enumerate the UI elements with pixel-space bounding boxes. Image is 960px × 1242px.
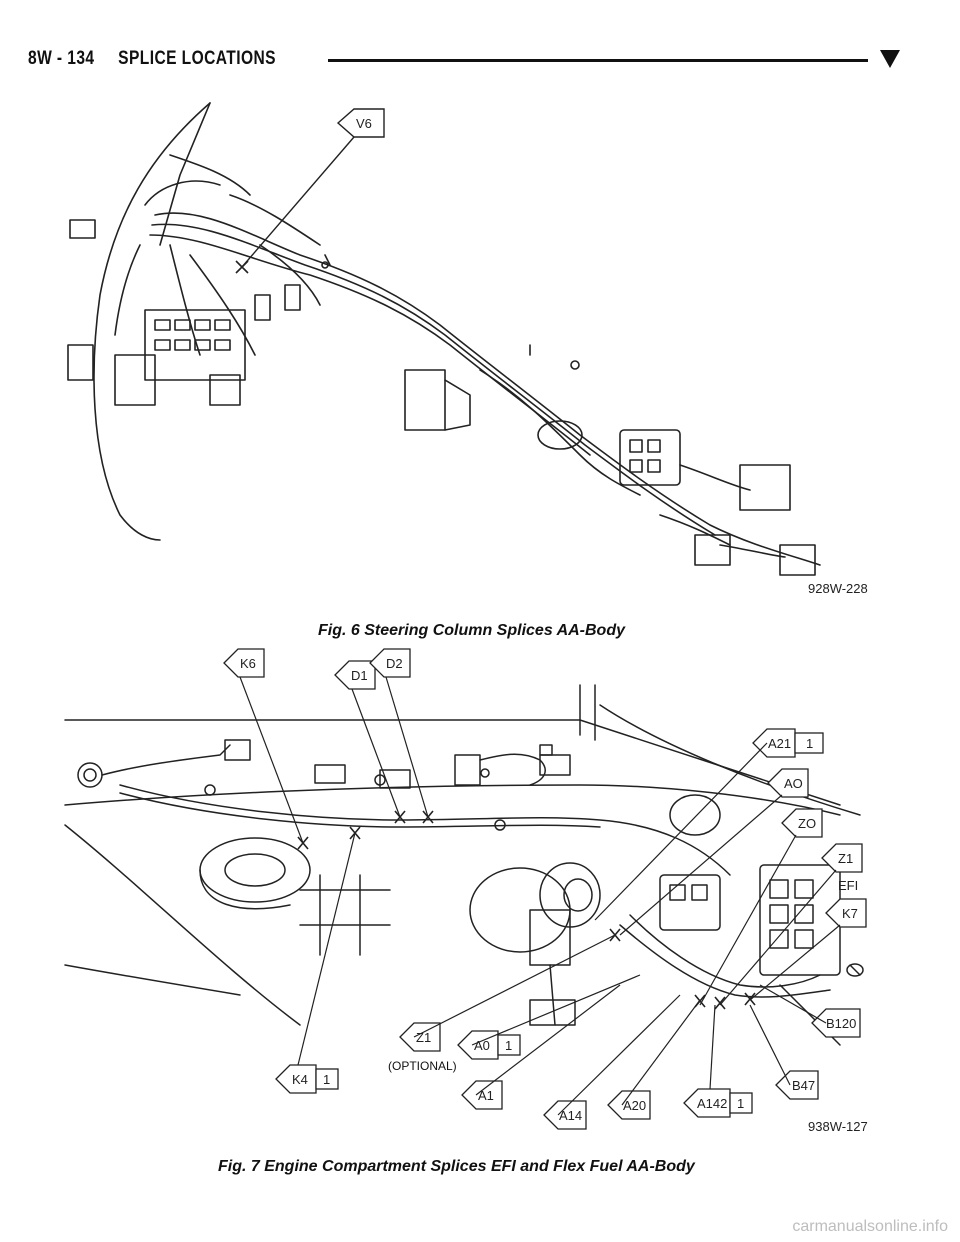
page-header: 8W - 134 SPLICE LOCATIONS [28,44,900,74]
down-triangle-icon [880,50,900,68]
callout-a21-number: 1 [806,736,813,751]
callout-a14-label: A14 [559,1108,582,1123]
figure-7-caption: Fig. 7 Engine Compartment Splices EFI an… [218,1158,695,1175]
callout-k6-label: K6 [240,656,256,671]
callout-optional-label: (OPTIONAL) [388,1059,457,1073]
callout-z1-left-label: Z1 [416,1030,431,1045]
callout-a0-label: A0 [474,1038,490,1053]
callout-a0-number: 1 [505,1038,512,1053]
header-rule [328,59,868,62]
callout-b47-label: B47 [792,1078,815,1093]
figure-7-illustration: K6 D1 D2 A21 1 AO ZO Z1 EFI K7 B120 B47 … [64,648,868,1134]
callout-k7-label: K7 [842,906,858,921]
callout-v6-label: V6 [356,116,372,131]
callout-a1-label: A1 [478,1088,494,1103]
watermark: carmanualsonline.info [792,1218,948,1235]
callout-b120-label: B120 [826,1016,856,1031]
callout-a21-label: A21 [768,736,791,751]
page-header-title: 8W - 134 SPLICE LOCATIONS [28,48,276,69]
callout-efi-label: EFI [838,878,858,893]
figure-6-caption: Fig. 6 Steering Column Splices AA-Body [318,622,625,639]
figure-6-illustration: V6 928W-228 [67,102,868,596]
callout-a142-label: A142 [697,1096,727,1111]
callout-k4-number: 1 [323,1072,330,1087]
callout-a20-label: A20 [623,1098,646,1113]
figure-6-code: 928W-228 [808,581,868,596]
callout-d2-label: D2 [386,656,403,671]
callout-zo-label: ZO [798,816,816,831]
callout-a142-number: 1 [737,1096,744,1111]
callout-z1-right-label: Z1 [838,851,853,866]
figure-7-code: 938W-127 [808,1119,868,1134]
callout-ao-label: AO [784,776,803,791]
callout-k4-label: K4 [292,1072,308,1087]
callout-d1-label: D1 [351,668,368,683]
